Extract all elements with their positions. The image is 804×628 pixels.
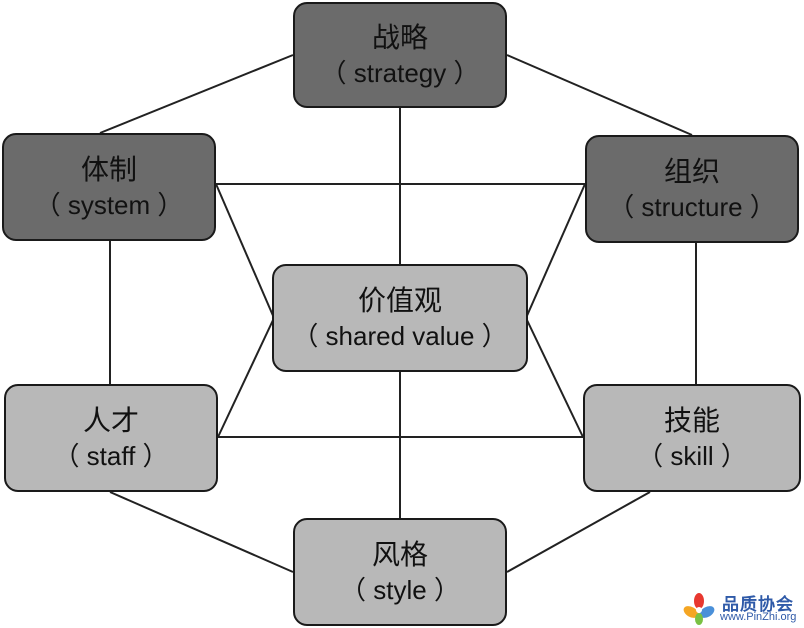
node-shared-value-cn: 价值观 — [357, 284, 442, 317]
pinzhi-logo-icon — [683, 593, 715, 625]
node-style-cn: 风格 — [371, 538, 428, 571]
node-strategy: 战略 （ strategy ） — [293, 2, 507, 108]
edge-shared-staff — [217, 317, 275, 438]
node-structure: 组织 （ structure ） — [585, 135, 799, 243]
edge-skill-style — [506, 491, 651, 573]
node-shared-value: 价值观 （ shared value ） — [272, 264, 528, 372]
node-skill-cn: 技能 — [663, 404, 720, 437]
edge-strategy-structure — [506, 54, 693, 136]
edge-style-staff — [109, 491, 294, 573]
node-staff-cn: 人才 — [82, 404, 139, 437]
node-structure-cn: 组织 — [663, 155, 720, 188]
edge-shared-skill — [525, 317, 584, 438]
node-staff-en: （ staff ） — [53, 441, 169, 471]
watermark-name: 品质协会 — [722, 595, 794, 615]
node-shared-value-en: （ shared value ） — [292, 321, 508, 351]
node-strategy-cn: 战略 — [371, 21, 428, 54]
node-skill: 技能 （ skill ） — [583, 384, 801, 492]
node-system: 体制 （ system ） — [2, 133, 216, 241]
node-style: 风格 （ style ） — [293, 518, 507, 626]
watermark: 品质协会 www.PinZhi.org — [682, 590, 804, 626]
node-structure-en: （ structure ） — [608, 192, 776, 222]
node-staff: 人才 （ staff ） — [4, 384, 218, 492]
node-strategy-en: （ strategy ） — [320, 58, 480, 88]
node-system-en: （ system ） — [34, 190, 184, 220]
node-style-en: （ style ） — [340, 575, 460, 605]
edge-system-shared — [215, 183, 275, 319]
edge-structure-shared — [525, 183, 586, 319]
watermark-url: www.PinZhi.org — [720, 611, 797, 623]
edge-system-strategy — [99, 54, 294, 134]
node-skill-en: （ skill ） — [637, 441, 747, 471]
node-system-cn: 体制 — [80, 153, 137, 186]
